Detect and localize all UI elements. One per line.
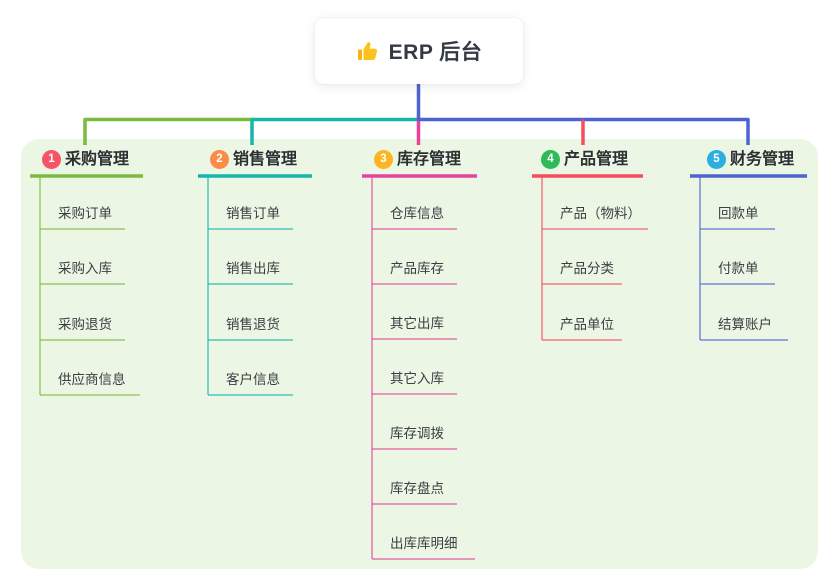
branch-2-child[interactable]: 销售订单 [226, 206, 280, 221]
branch-3-topic[interactable]: 库存管理 [397, 151, 462, 168]
branch-2-child[interactable]: 客户信息 [226, 372, 280, 387]
branch-5-child[interactable]: 结算账户 [718, 317, 772, 332]
root-node[interactable]: ERP 后台 [315, 18, 523, 84]
branch-5-topic[interactable]: 财务管理 [730, 151, 795, 168]
branch-3-child[interactable]: 出库库明细 [390, 536, 458, 551]
branch-1-child[interactable]: 供应商信息 [58, 372, 126, 387]
branch-3-child[interactable]: 产品库存 [390, 261, 444, 276]
branch-3-child[interactable]: 仓库信息 [390, 206, 444, 221]
branch-5-child[interactable]: 付款单 [718, 261, 759, 276]
branch-1-topic[interactable]: 采购管理 [65, 151, 130, 168]
branch-4-child[interactable]: 产品分类 [560, 261, 614, 276]
branch-1-badge: 1 [42, 150, 61, 169]
branch-3-child[interactable]: 其它入库 [390, 371, 444, 386]
branch-2-badge: 2 [210, 150, 229, 169]
branch-3-child[interactable]: 其它出库 [390, 316, 444, 331]
branch-3-child[interactable]: 库存盘点 [390, 481, 444, 496]
branch-4-child[interactable]: 产品单位 [560, 317, 614, 332]
branch-1-child[interactable]: 采购订单 [58, 206, 112, 221]
branch-2-child[interactable]: 销售退货 [226, 317, 280, 332]
branches-panel [21, 139, 818, 569]
branch-5-child[interactable]: 回款单 [718, 206, 759, 221]
branch-2-topic[interactable]: 销售管理 [233, 151, 298, 168]
branch-3-badge: 3 [374, 150, 393, 169]
branch-5-badge: 5 [707, 150, 726, 169]
branch-1-child[interactable]: 采购退货 [58, 317, 112, 332]
branch-1-child[interactable]: 采购入库 [58, 261, 112, 276]
branch-4-topic[interactable]: 产品管理 [564, 151, 629, 168]
branch-4-child[interactable]: 产品（物料） [560, 206, 641, 221]
root-label: ERP 后台 [388, 41, 483, 64]
branch-2-child[interactable]: 销售出库 [226, 261, 280, 276]
branch-4-badge: 4 [541, 150, 560, 169]
branch-3-child[interactable]: 库存调拨 [390, 426, 444, 441]
thumbs-up-icon [356, 39, 380, 63]
